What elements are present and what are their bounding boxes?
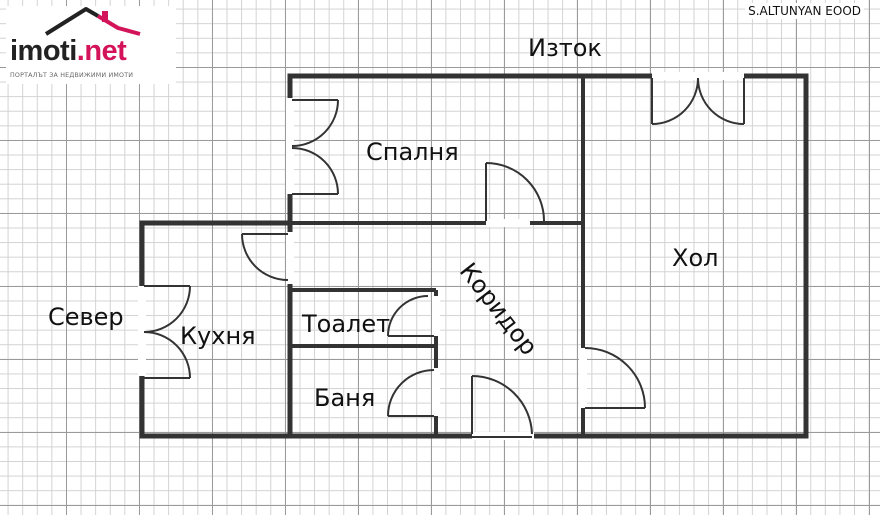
opening-toilet-door: [432, 296, 440, 336]
opening-living-window: [652, 72, 744, 80]
house-roof-icon: [44, 7, 141, 36]
brand-name: imoti.net: [10, 34, 127, 68]
brand-name-suffix: .net: [76, 35, 127, 67]
bathroom-door: [387, 369, 435, 417]
room-label-bedroom: Спалня: [366, 138, 459, 166]
room-label-toilet: Тоалет: [302, 310, 391, 338]
living-room-door: [584, 347, 646, 409]
living-double-window: [651, 77, 745, 125]
bedroom-double-window: [291, 99, 339, 195]
entrance-door: [471, 375, 533, 438]
copyright-watermark: S.ALTUNYAN EOOD: [745, 3, 864, 19]
compass-east-label: Изток: [528, 34, 602, 62]
wall-openings: [138, 72, 744, 440]
opening-bath-door: [432, 368, 440, 416]
compass-north-label: Север: [48, 303, 124, 331]
kitchen-door: [241, 233, 289, 281]
outer-wall-upper: [287, 73, 809, 439]
room-label-bathroom: Баня: [314, 384, 376, 412]
brand-tagline: ПОРТАЛЪТ ЗА НЕДВИЖИМИ ИМОТИ: [10, 72, 134, 79]
opening-kitchen-window: [138, 286, 146, 376]
kitchen-double-window: [143, 285, 191, 379]
room-label-kitchen: Кухня: [180, 322, 256, 350]
opening-living-door: [579, 348, 587, 408]
brand-name-prefix: imoti: [10, 35, 77, 67]
room-label-living: Хол: [672, 244, 719, 272]
opening-bedroom-window: [286, 98, 294, 194]
opening-kitchen-door: [286, 232, 294, 284]
imoti-logo: imoti.net ПОРТАЛЪТ ЗА НЕДВИЖИМИ ИМОТИ: [6, 6, 176, 84]
toilet-door: [387, 295, 434, 337]
bedroom-door: [485, 162, 545, 222]
doors: [143, 77, 745, 438]
opening-bedroom-door: [486, 219, 530, 227]
